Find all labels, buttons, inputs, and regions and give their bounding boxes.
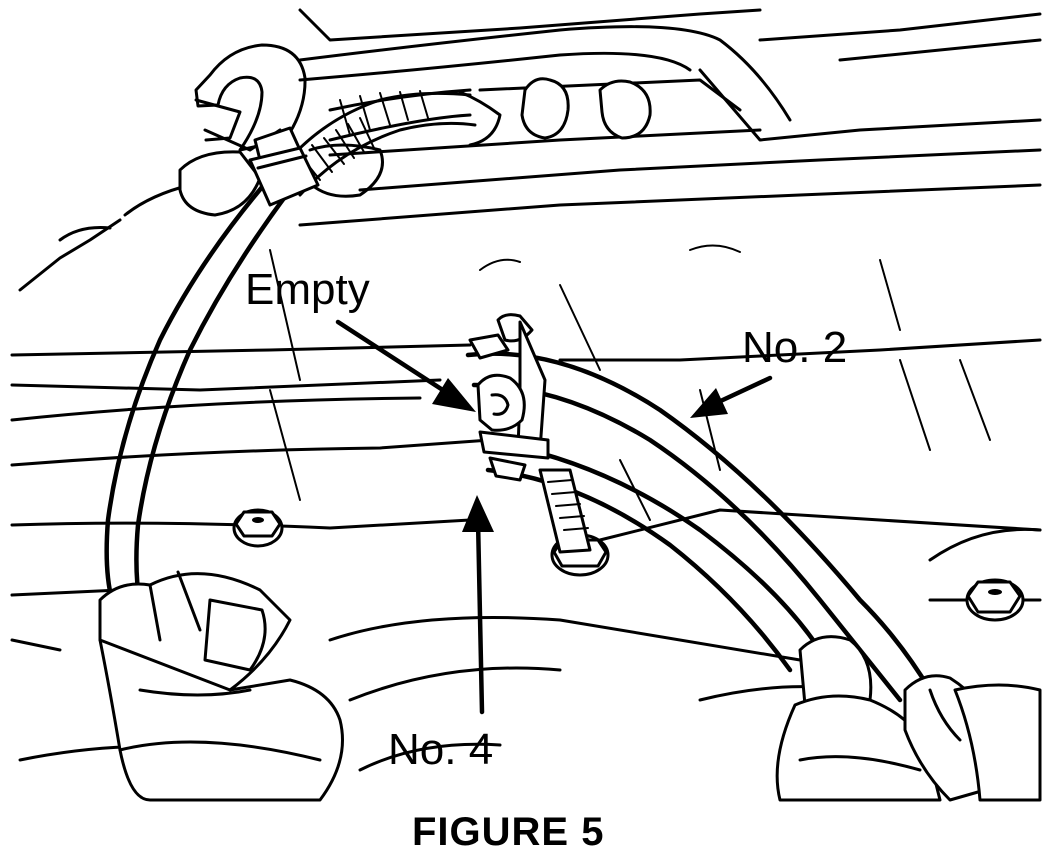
connector-bulbs bbox=[458, 77, 652, 147]
left-plug-boot bbox=[98, 570, 344, 802]
engine-block-outline bbox=[10, 8, 1042, 772]
right-plug-boot-no-2 bbox=[903, 674, 1042, 802]
threaded-stud bbox=[538, 468, 592, 554]
callout-no-4-label: No. 4 bbox=[388, 725, 494, 774]
coil-top-left bbox=[178, 143, 384, 217]
left-plug-wire bbox=[104, 146, 320, 608]
callout-empty-label: Empty bbox=[245, 265, 370, 314]
arrow-no-4 bbox=[462, 495, 494, 715]
arrow-empty bbox=[335, 319, 476, 412]
harness-clamp bbox=[194, 43, 307, 170]
bolt-left bbox=[232, 508, 284, 548]
right-plug-boot-no-4 bbox=[775, 635, 942, 802]
bolt-right bbox=[965, 578, 1025, 622]
arrow-no-2 bbox=[690, 375, 773, 418]
figure-caption: FIGURE 5 bbox=[412, 810, 605, 854]
wire-separator-clip bbox=[468, 313, 550, 482]
callout-no-2-label: No. 2 bbox=[742, 323, 848, 372]
